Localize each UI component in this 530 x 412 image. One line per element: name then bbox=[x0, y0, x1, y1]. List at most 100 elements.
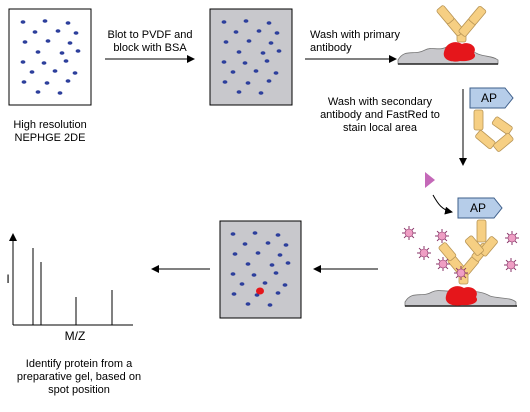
protein-spot bbox=[44, 81, 50, 85]
protein-spot bbox=[57, 91, 63, 95]
mass-spectrum: I M/Z bbox=[6, 233, 133, 343]
gel-frame bbox=[8, 8, 92, 106]
protein-spot bbox=[251, 273, 257, 277]
protein-spot bbox=[67, 41, 73, 45]
ap-label: AP bbox=[481, 91, 497, 105]
gel-caption-line: High resolution bbox=[13, 119, 87, 131]
protein-spot bbox=[230, 70, 236, 74]
protein-spot bbox=[75, 49, 81, 53]
protein-spot bbox=[260, 51, 266, 55]
gel-caption: High resolution NEPHGE 2DE bbox=[0, 119, 100, 145]
protein-spot bbox=[242, 242, 248, 246]
protein-spot bbox=[35, 50, 41, 54]
protein-spot bbox=[73, 31, 79, 35]
stained-target-spot bbox=[256, 287, 264, 295]
protein-spot bbox=[277, 253, 283, 257]
protein-spot bbox=[45, 39, 51, 43]
protein-spot bbox=[273, 71, 279, 75]
protein-spot bbox=[20, 20, 26, 24]
protein-spot bbox=[267, 303, 273, 307]
gel-high-resolution bbox=[8, 8, 92, 106]
secondary-step-line: antibody and FastRed to bbox=[320, 109, 440, 121]
identify-step-label: Identify protein from a preparative gel,… bbox=[14, 358, 144, 397]
membrane-blot bbox=[209, 8, 293, 106]
protein-spot bbox=[52, 69, 58, 73]
primary-step-line: Wash with primary bbox=[310, 29, 401, 41]
target-protein bbox=[443, 42, 476, 62]
protein-spot bbox=[245, 262, 251, 266]
protein-spot bbox=[21, 80, 27, 84]
protein-spot bbox=[258, 91, 264, 95]
stain-precipitates bbox=[402, 226, 519, 280]
secondary-step-label: Wash with secondary antibody and FastRed… bbox=[312, 96, 448, 135]
protein-spot bbox=[41, 61, 47, 65]
stain-precipitate-icon bbox=[504, 258, 518, 272]
protein-spot bbox=[236, 90, 242, 94]
protein-spot bbox=[72, 71, 78, 75]
ap-enzyme-tag-bottom bbox=[457, 197, 503, 219]
protein-spot bbox=[63, 59, 69, 63]
protein-spot bbox=[273, 271, 279, 275]
protein-spot bbox=[243, 19, 249, 23]
protein-spot bbox=[222, 80, 228, 84]
protein-spot bbox=[65, 21, 71, 25]
protein-spot bbox=[246, 39, 252, 43]
identify-step-line: spot position bbox=[48, 384, 110, 396]
protein-spot bbox=[29, 70, 35, 74]
secondary-antibody bbox=[473, 109, 514, 152]
protein-spot bbox=[32, 30, 38, 34]
protein-spot bbox=[230, 232, 236, 236]
secondary-antibody-ap: AP bbox=[469, 87, 514, 152]
ap-label-bottom: AP bbox=[470, 201, 486, 215]
primary-antibody-binding bbox=[397, 5, 499, 65]
blot-step-label: Blot to PVDF and block with BSA bbox=[96, 29, 204, 55]
protein-spot bbox=[274, 31, 280, 35]
protein-spot bbox=[253, 69, 259, 73]
blot-step-line: Blot to PVDF and bbox=[107, 29, 193, 41]
spectrum-x-label: M/Z bbox=[65, 329, 86, 343]
protein-spot bbox=[230, 272, 236, 276]
protein-spot bbox=[264, 59, 270, 63]
stain-precipitate-icon bbox=[505, 231, 519, 245]
substrate-conversion-arrow bbox=[432, 194, 453, 215]
blot-step-line: block with BSA bbox=[113, 42, 187, 54]
protein-spot bbox=[242, 61, 248, 65]
protein-spot bbox=[65, 79, 71, 83]
target-protein-bottom bbox=[445, 286, 478, 306]
detection-complex: AP bbox=[402, 172, 519, 307]
identify-step-line: preparative gel, based on bbox=[16, 371, 142, 383]
protein-spot bbox=[35, 90, 41, 94]
primary-step-label: Wash with primary antibody bbox=[310, 29, 420, 55]
protein-spot bbox=[285, 261, 291, 265]
protein-spot bbox=[256, 29, 262, 33]
membrane-stained bbox=[219, 220, 302, 319]
protein-spot bbox=[262, 281, 268, 285]
primary-step-line: antibody bbox=[310, 42, 352, 54]
protein-spot bbox=[252, 231, 258, 235]
stain-precipitate-icon bbox=[435, 229, 449, 243]
fastred-substrate-icon bbox=[425, 172, 435, 188]
protein-spot bbox=[283, 243, 289, 247]
protein-spot bbox=[42, 19, 48, 23]
gel-caption-line: NEPHGE 2DE bbox=[14, 132, 86, 144]
protein-spot bbox=[22, 40, 28, 44]
protein-spot bbox=[269, 263, 275, 267]
protein-spot bbox=[266, 79, 272, 83]
gel-spots bbox=[20, 19, 81, 95]
protein-spot bbox=[59, 51, 65, 55]
identify-step-line: Identify protein from a bbox=[25, 358, 133, 370]
protein-spot bbox=[245, 302, 251, 306]
stain-precipitate-icon bbox=[454, 266, 468, 280]
membrane-frame bbox=[209, 8, 293, 106]
bound-secondary-antibody bbox=[464, 219, 498, 257]
stained-membrane-spots bbox=[230, 231, 291, 307]
stain-precipitate-icon bbox=[402, 226, 416, 240]
protein-spot bbox=[275, 233, 281, 237]
stain-precipitate-icon bbox=[436, 257, 450, 271]
protein-spot bbox=[236, 50, 242, 54]
stained-membrane-frame bbox=[219, 220, 302, 319]
ap-enzyme-tag bbox=[469, 87, 514, 109]
protein-spot bbox=[223, 40, 229, 44]
protein-spot bbox=[276, 49, 282, 53]
